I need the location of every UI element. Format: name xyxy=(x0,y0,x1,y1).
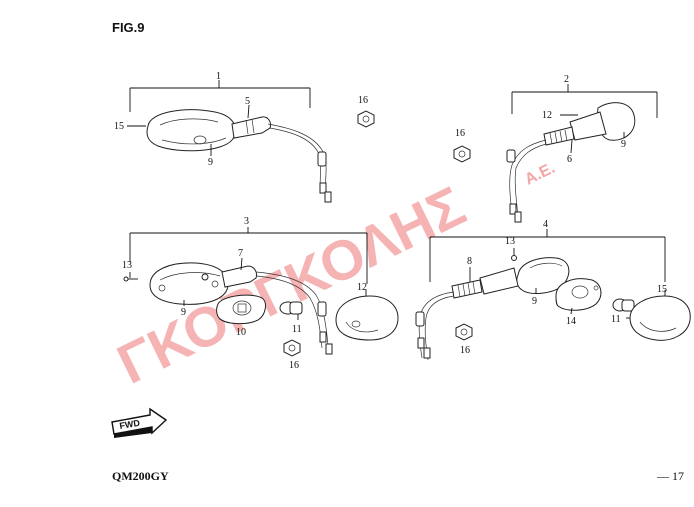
callout-8: 8 xyxy=(467,256,472,267)
callout-14: 14 xyxy=(566,316,576,327)
callout-5: 5 xyxy=(245,96,250,107)
assembly-group-1: 1 15 5 9 16 xyxy=(114,71,375,203)
callout-16-g4: 16 xyxy=(460,345,470,356)
fwd-arrow-icon: FWD xyxy=(111,407,168,438)
bulb-socket xyxy=(216,294,266,325)
callout-16-g3: 16 xyxy=(289,360,299,371)
callout-12-g2: 12 xyxy=(542,110,552,121)
callout-9-g1: 9 xyxy=(208,157,213,168)
bulb-socket-4 xyxy=(555,278,602,311)
assembly-group-3: 3 7 13 9 10 11 16 xyxy=(122,216,399,371)
callout-7: 7 xyxy=(238,248,243,259)
fwd-label: FWD xyxy=(119,418,141,431)
callout-9-g2: 9 xyxy=(621,139,626,150)
lens-cover-4 xyxy=(629,295,691,341)
page-number: — 17 xyxy=(657,469,684,483)
lens-cover xyxy=(335,295,399,341)
callout-4: 4 xyxy=(543,219,548,230)
callout-16-g2: 16 xyxy=(455,128,465,139)
figure-title: FIG.9 xyxy=(112,20,145,35)
callout-16-g1: 16 xyxy=(358,95,368,106)
callout-13-g3: 13 xyxy=(122,260,132,271)
callout-2: 2 xyxy=(564,74,569,85)
assembly-group-2: 2 12 6 9 16 xyxy=(453,74,658,223)
assembly-group-4: 4 13 8 9 14 11 xyxy=(415,219,691,361)
signal-stem xyxy=(231,116,271,139)
signal-lens-3 xyxy=(149,262,229,305)
model-code: QM200GY xyxy=(112,469,169,483)
callout-11-g3: 11 xyxy=(292,324,302,335)
callout-11-g4: 11 xyxy=(611,314,621,325)
signal-lens xyxy=(146,109,237,152)
callout-10: 10 xyxy=(236,327,246,338)
callout-9-g3: 9 xyxy=(181,307,186,318)
watermark-suffix: Α.Ε. xyxy=(522,160,557,189)
callout-15-g4: 15 xyxy=(657,284,667,295)
callout-12-g3: 12 xyxy=(357,282,367,293)
callout-1: 1 xyxy=(216,71,221,82)
callout-6: 6 xyxy=(567,154,572,165)
callout-9-g4: 9 xyxy=(532,296,537,307)
callout-13-g4: 13 xyxy=(505,236,515,247)
callout-3: 3 xyxy=(244,216,249,227)
callout-15: 15 xyxy=(114,121,124,132)
